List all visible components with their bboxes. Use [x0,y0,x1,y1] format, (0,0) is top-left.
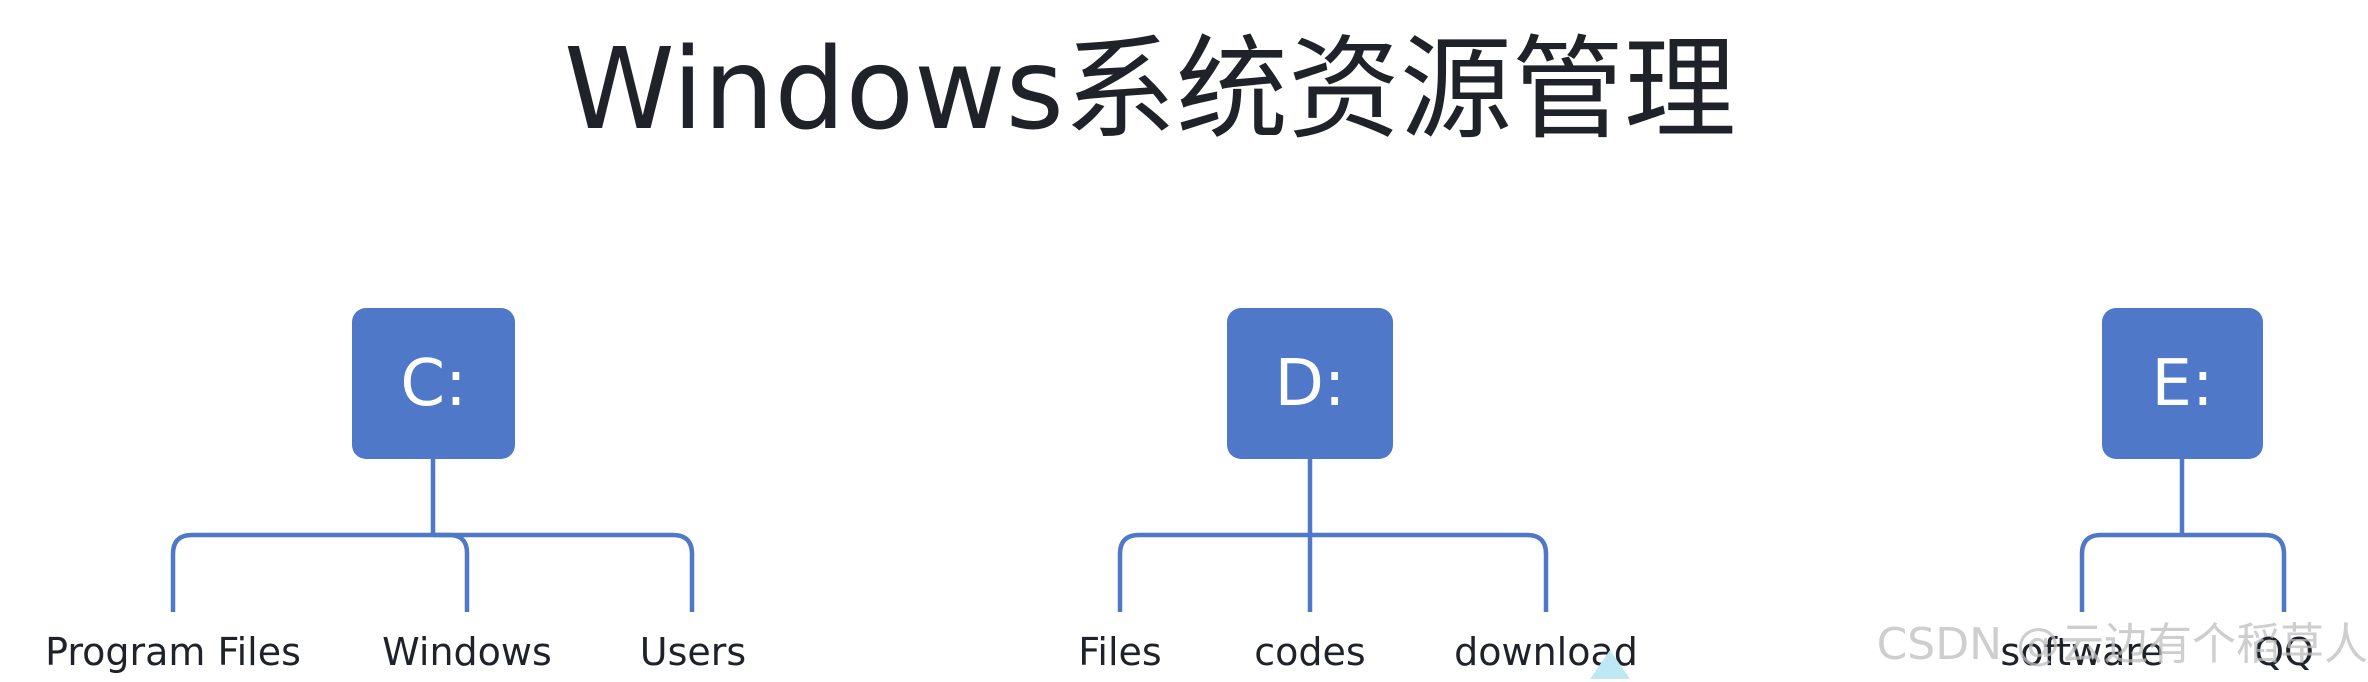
connector-c-middle [433,532,470,612]
drive-label: C: [400,346,467,421]
cursor-arrow-icon [1590,650,1630,679]
page-title: Windows系统资源管理 [564,25,1736,155]
drive-label: E: [2151,346,2214,421]
drive-node-e: E: [2102,308,2263,459]
connector-d-bar [1117,532,1549,612]
folder-label: software [2000,630,2164,674]
folder-label: Windows [382,630,552,674]
folder-label: Files [1078,630,1162,674]
connector-e-bar [2079,532,2287,612]
drive-node-c: C: [352,308,515,459]
folder-label: Program Files [45,630,301,674]
watermark: CSDN @云边有个稻草人 [1876,619,2368,670]
drive-node-d: D: [1227,308,1393,459]
folder-label: codes [1254,630,1366,674]
folder-label: QQ [2254,630,2314,674]
drive-label: D: [1274,346,1346,421]
folder-label: Users [639,630,747,674]
connector-c-bar [170,532,695,612]
